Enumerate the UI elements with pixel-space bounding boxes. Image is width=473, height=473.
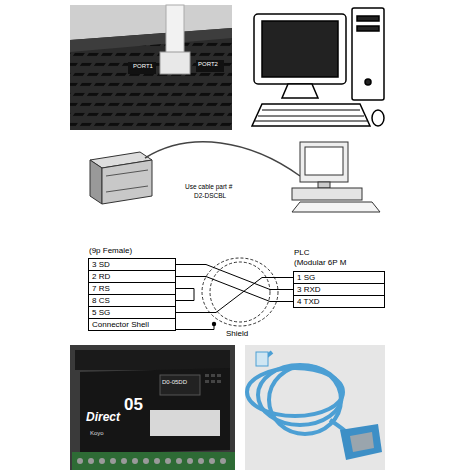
connector-heading: (Modular 6P M [294,259,346,267]
cable-part-number: D2-DSCBL [194,193,226,200]
pin-box: Connector Shell [88,318,176,331]
shield-wire [176,324,214,330]
terminal-screw [209,458,215,464]
terminal-screw [154,458,160,464]
plc-photo [70,345,235,470]
shield-label: Shield [226,330,248,338]
connector-heading: PLC [294,249,310,257]
terminal-screw [220,458,226,464]
pin-label: 4 TXD [294,296,384,307]
pin-label: 5 SG [89,307,175,318]
terminal-screw [187,458,193,464]
terminal-screw [99,458,105,464]
terminal-screw [88,458,94,464]
port-label: PORT2 [198,61,218,67]
terminal-screw [143,458,149,464]
pin-label: 1 SG [294,272,384,283]
port-photo [70,5,232,130]
plc-pc-drawing [90,142,380,212]
brand-text: Direct [86,411,120,424]
cable-note: Use cable part # [185,184,232,191]
wire [176,277,293,302]
terminal-screw [121,458,127,464]
computer-illustration [252,8,384,126]
pin-box: 4 TXD [293,295,385,308]
pin-label: 3 SD [89,259,175,270]
pin-label: 7 RS [89,283,175,294]
shield-outline [202,258,278,326]
terminal-screw [165,458,171,464]
pin-label: 2 RD [89,271,175,282]
cable-photo [245,345,385,470]
wire [176,278,293,313]
terminal-screw [176,458,182,464]
terminal-screw [198,458,204,464]
connector-heading: (9p Female) [89,247,132,255]
terminal-screw [132,458,138,464]
wire [176,289,194,301]
pin-label: 8 CS [89,295,175,306]
terminal-screw [77,458,83,464]
model-number: 05 [124,396,143,414]
brand-text: Koyo [90,430,104,436]
shield-dot [212,322,216,326]
port-label: PORT1 [133,63,153,69]
pin-label: 3 RXD [294,284,384,295]
terminal-screw [110,458,116,464]
shield-outline [210,262,270,322]
pin-label: Connector Shell [89,319,175,330]
model-code: D0-05DD [162,379,187,385]
